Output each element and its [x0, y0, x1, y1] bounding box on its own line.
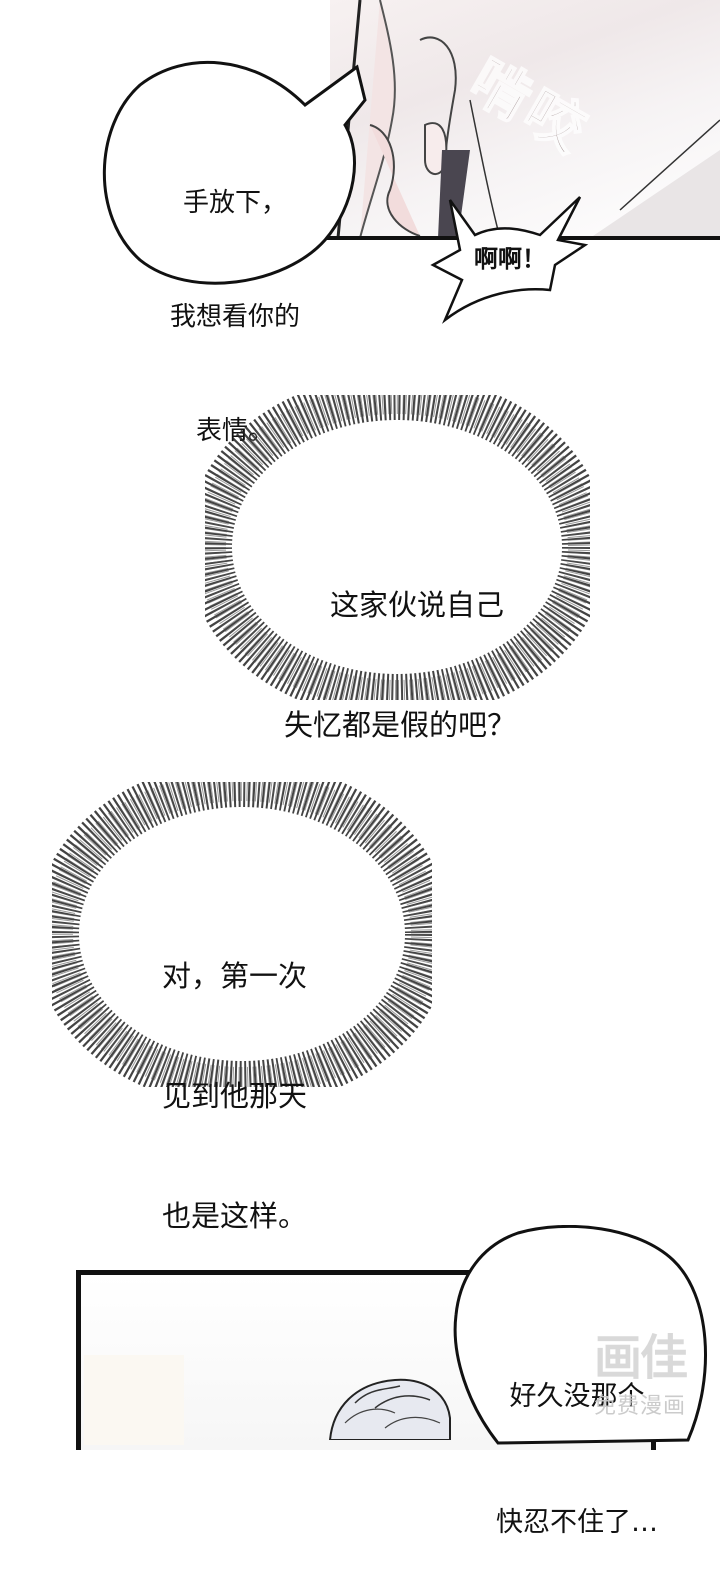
- speech-bubble-1-text: 手放下， 我想看你的 表情。: [130, 108, 340, 488]
- thought-line: 见到他那天: [162, 1079, 308, 1113]
- speech-line: 我想看你的: [169, 302, 300, 332]
- shout-bubble-text: 啊啊！: [474, 245, 546, 273]
- thought-line: 也是这样。: [162, 1199, 308, 1233]
- thought-bubble-1-text: 这家伙说自己 失忆都是假的吧？: [250, 505, 550, 785]
- thought-bubble-2-text: 对，第一次 见到他那天 也是这样。: [140, 876, 382, 1276]
- watermark: 画佳 免费漫画: [570, 1318, 710, 1420]
- speech-bubble-2: [453, 1225, 707, 1445]
- speech-line: 快忍不住了…: [496, 1507, 658, 1538]
- thought-line: 这家伙说自己: [329, 588, 504, 622]
- watermark-caption: 免费漫画: [593, 1394, 686, 1419]
- thought-bubble-1-rays: [205, 395, 590, 700]
- white-hair-character: [328, 1378, 451, 1440]
- thought-line: 失忆都是假的吧？: [283, 708, 516, 742]
- bottom-panel-background-wall: [84, 1355, 184, 1445]
- thought-bubble-2-rays: [52, 782, 432, 1087]
- top-panel-artwork: 啃咬: [330, 0, 720, 238]
- shout-bubble: [430, 196, 589, 324]
- speech-bubble-1: [102, 61, 367, 285]
- face-hand-illustration: [336, 0, 720, 238]
- speech-line: 好久没那个: [509, 1381, 645, 1412]
- thought-line: 对，第一次: [162, 959, 308, 993]
- speech-line: 手放下，: [182, 188, 287, 218]
- watermark-logo: 画佳: [593, 1330, 688, 1386]
